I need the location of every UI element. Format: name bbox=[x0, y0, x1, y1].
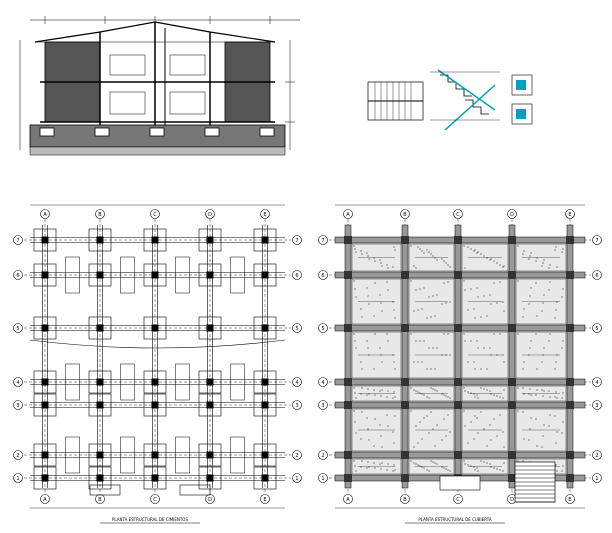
stair-details bbox=[367, 69, 533, 131]
grid-bubble-col: C bbox=[153, 212, 157, 218]
grid-bubble-col: D bbox=[208, 212, 212, 218]
grid-bubble-col: E bbox=[263, 497, 266, 503]
grid-bubble-col: A bbox=[346, 497, 350, 503]
grid-bubble-row: 5 bbox=[16, 326, 19, 332]
grid-bubble-col: A bbox=[43, 212, 47, 218]
foundation-plan-title: PLANTA ESTRUCTURAL DE CIMIENTOS bbox=[112, 517, 188, 522]
grid-bubble-row: 3 bbox=[295, 403, 298, 409]
stair-detail-small bbox=[511, 74, 533, 125]
grid-bubble-col: D bbox=[510, 212, 514, 218]
grid-bubble-row: 4 bbox=[16, 380, 19, 386]
foundation-plan: A A B B C C D D E E 7 7 6 6 5 5 4 4 3 3 2 2 1 1 bbox=[13, 204, 302, 509]
grid-bubble-row: 5 bbox=[595, 326, 598, 332]
grid-bubble-row: 3 bbox=[595, 403, 598, 409]
grid-bubble-col: A bbox=[346, 212, 350, 218]
grid-bubble-row: 6 bbox=[321, 273, 324, 279]
grid-bubble-col: C bbox=[456, 497, 460, 503]
grid-bubble-row: 2 bbox=[595, 453, 598, 459]
grid-bubble-row: 2 bbox=[295, 453, 298, 459]
grid-bubble-col: B bbox=[403, 212, 407, 218]
grid-bubble-row: 3 bbox=[321, 403, 324, 409]
grid-bubble-row: 4 bbox=[321, 380, 324, 386]
grid-bubble-col: C bbox=[153, 497, 157, 503]
grid-bubble-row: 6 bbox=[595, 273, 598, 279]
grid-bubble-row: 2 bbox=[16, 453, 19, 459]
grid-bubble-row: 1 bbox=[295, 476, 298, 482]
grid-bubble-col: D bbox=[208, 497, 212, 503]
grid-bubble-row: 7 bbox=[295, 238, 298, 244]
grid-bubble-row: 1 bbox=[595, 476, 598, 482]
grid-bubble-col: D bbox=[510, 497, 514, 503]
grid-bubble-col: B bbox=[98, 212, 102, 218]
grid-bubble-row: 6 bbox=[295, 273, 298, 279]
grid-bubble-row: 1 bbox=[321, 476, 324, 482]
grid-bubble-row: 7 bbox=[595, 238, 598, 244]
grid-bubble-row: 5 bbox=[295, 326, 298, 332]
grid-bubble-col: E bbox=[263, 212, 266, 218]
roof-plan: A A B B C C D D E E 7 7 6 6 5 5 4 4 3 3 2 2 1 1 bbox=[318, 204, 602, 509]
grid-bubble-row: 6 bbox=[16, 273, 19, 279]
stair-plan bbox=[367, 81, 424, 121]
grid-bubble-row: 7 bbox=[16, 238, 19, 244]
building-section-elevation bbox=[19, 16, 300, 156]
stair-section bbox=[430, 69, 500, 131]
roof-plan-title: PLANTA ESTRUCTURAL DE CUBIERTA bbox=[418, 517, 492, 522]
grid-bubble-row: 3 bbox=[16, 403, 19, 409]
grid-bubble-col: E bbox=[568, 497, 571, 503]
grid-bubble-col: B bbox=[98, 497, 102, 503]
grid-bubble-col: C bbox=[456, 212, 460, 218]
grid-bubble-row: 2 bbox=[321, 453, 324, 459]
grid-bubble-col: B bbox=[403, 497, 407, 503]
grid-bubble-row: 1 bbox=[16, 476, 19, 482]
grid-bubble-row: 4 bbox=[595, 380, 598, 386]
grid-bubble-row: 4 bbox=[295, 380, 298, 386]
grid-bubble-row: 7 bbox=[321, 238, 324, 244]
grid-bubble-col: A bbox=[43, 497, 47, 503]
grid-bubble-row: 5 bbox=[321, 326, 324, 332]
grid-bubble-col: E bbox=[568, 212, 571, 218]
